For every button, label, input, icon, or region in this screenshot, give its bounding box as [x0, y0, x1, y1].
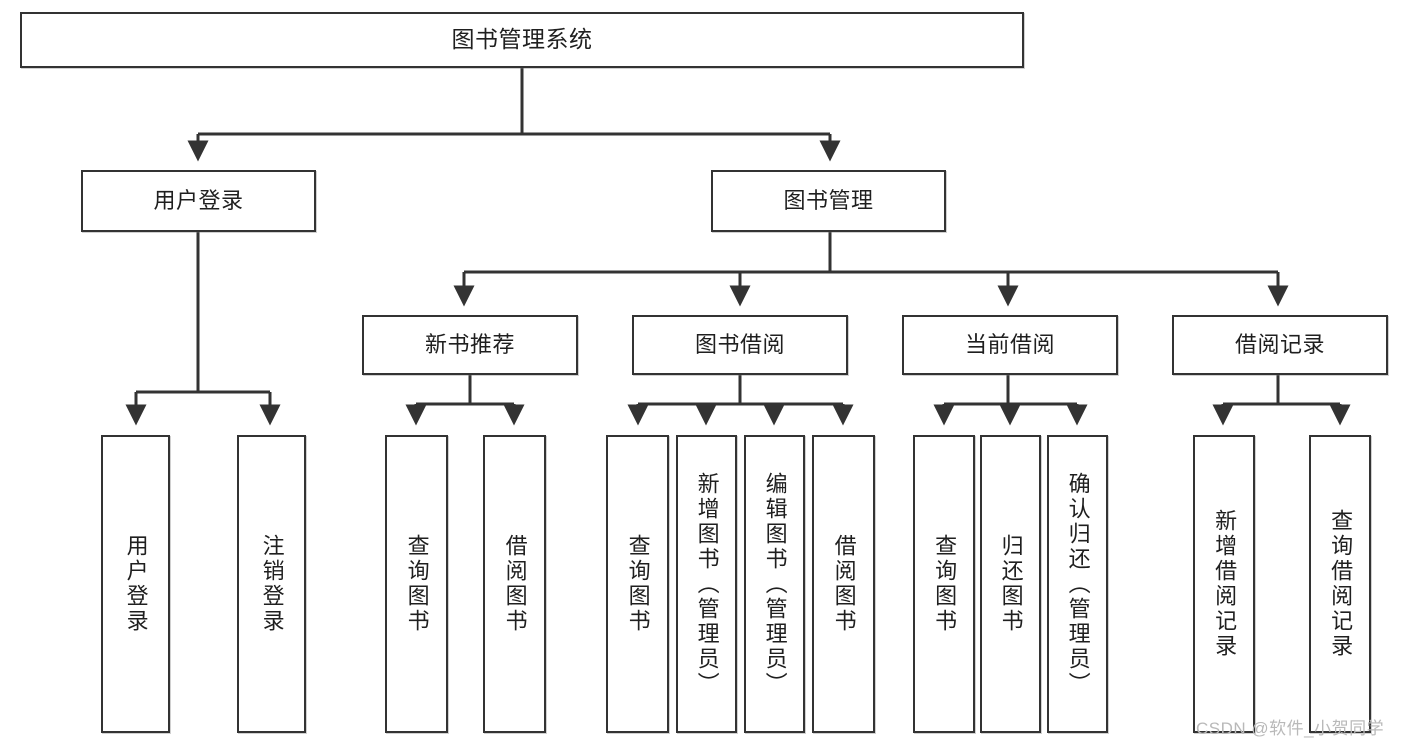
node-user-login[interactable]: 用户登录 — [81, 170, 316, 232]
node-label: 借阅图书 — [831, 534, 857, 634]
leaf-add-book[interactable]: 新增图书（管理员） — [676, 435, 737, 733]
node-label: 图书管理 — [783, 187, 874, 213]
leaf-query-book-borrow[interactable]: 查询图书 — [606, 435, 669, 733]
leaf-query-book-current[interactable]: 查询图书 — [913, 435, 975, 733]
node-label: 用户登录 — [153, 187, 244, 213]
leaf-edit-book[interactable]: 编辑图书（管理员） — [744, 435, 805, 733]
node-label: 新增图书（管理员） — [694, 471, 720, 697]
node-borrow-record[interactable]: 借阅记录 — [1172, 315, 1388, 375]
node-label: 图书管理系统 — [451, 26, 593, 53]
csdn-watermark: CSDN @软件_小贺同学 — [1196, 719, 1385, 738]
node-label: 归还图书 — [998, 534, 1024, 634]
node-book-borrow[interactable]: 图书借阅 — [632, 315, 848, 375]
leaf-return-book[interactable]: 归还图书 — [980, 435, 1041, 733]
node-label: 查询图书 — [404, 534, 430, 634]
leaf-confirm-return[interactable]: 确认归还（管理员） — [1047, 435, 1108, 733]
leaf-add-borrow-record[interactable]: 新增借阅记录 — [1193, 435, 1255, 733]
node-label: 新增借阅记录 — [1212, 509, 1238, 659]
leaf-user-login[interactable]: 用户登录 — [101, 435, 170, 733]
node-label: 查询借阅记录 — [1328, 509, 1354, 659]
node-label: 注销登录 — [259, 534, 285, 634]
node-label: 新书推荐 — [424, 331, 515, 357]
leaf-borrow-book-recommend[interactable]: 借阅图书 — [483, 435, 546, 733]
node-label: 图书借阅 — [694, 331, 785, 357]
node-current-borrow[interactable]: 当前借阅 — [902, 315, 1118, 375]
node-label: 用户登录 — [123, 534, 149, 634]
node-label: 借阅记录 — [1234, 331, 1325, 357]
node-new-book-recommend[interactable]: 新书推荐 — [362, 315, 578, 375]
leaf-user-logout[interactable]: 注销登录 — [237, 435, 306, 733]
node-label: 当前借阅 — [964, 331, 1055, 357]
node-label: 查询图书 — [625, 534, 651, 634]
node-label: 借阅图书 — [502, 534, 528, 634]
leaf-query-borrow-record[interactable]: 查询借阅记录 — [1309, 435, 1371, 733]
node-label: 确认归还（管理员） — [1065, 471, 1091, 697]
node-label: 编辑图书（管理员） — [762, 471, 788, 697]
leaf-borrow-book[interactable]: 借阅图书 — [812, 435, 875, 733]
node-label: 查询图书 — [932, 534, 958, 634]
node-book-manage[interactable]: 图书管理 — [711, 170, 946, 232]
node-root-system[interactable]: 图书管理系统 — [20, 12, 1024, 68]
leaf-query-book-recommend[interactable]: 查询图书 — [385, 435, 448, 733]
